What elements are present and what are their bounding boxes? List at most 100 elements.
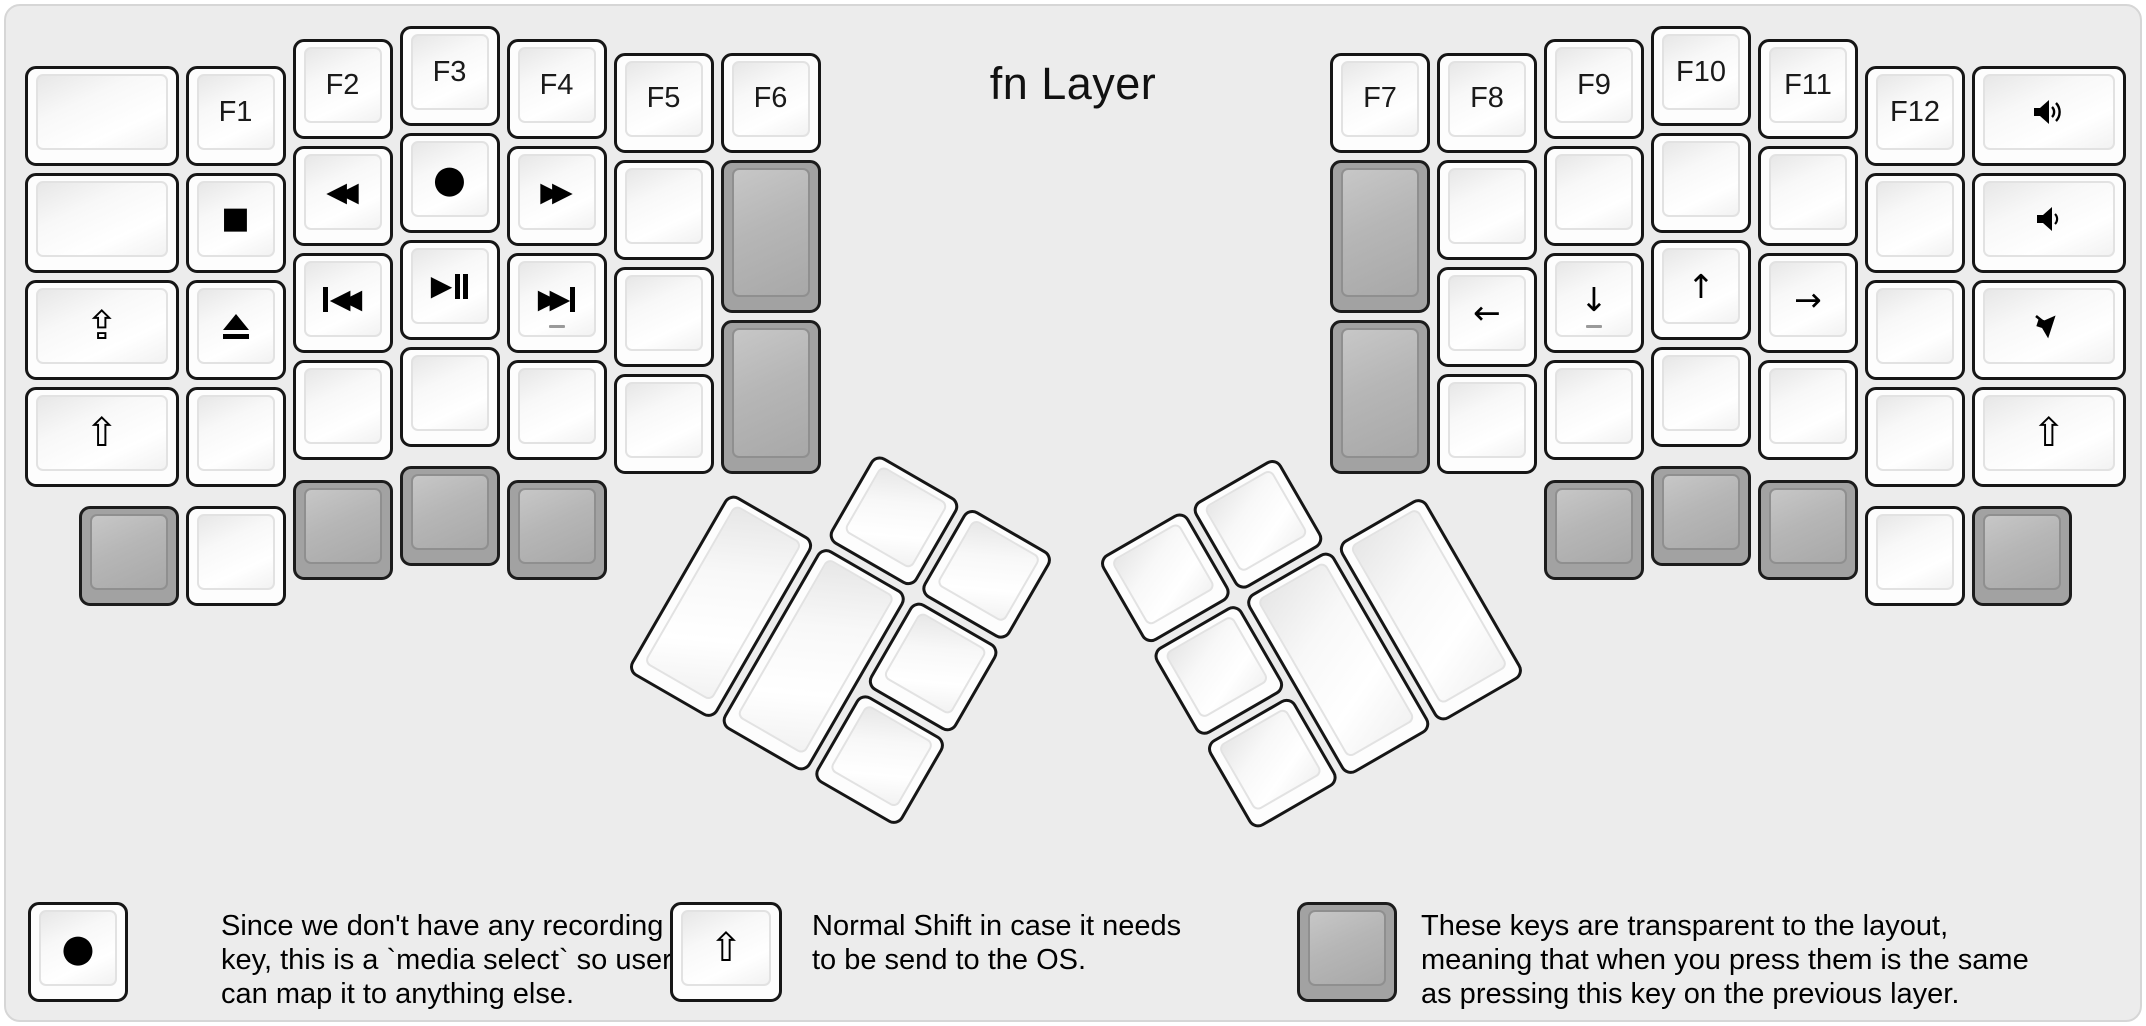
- key-prev-track[interactable]: ◀◀: [292, 253, 393, 354]
- key-face: [1662, 474, 1740, 551]
- key-f12[interactable]: F12: [1865, 66, 1965, 167]
- key-f5[interactable]: F5: [613, 52, 714, 153]
- key-f8[interactable]: F8: [1437, 52, 1537, 153]
- key-blank[interactable]: [1651, 347, 1751, 447]
- key-arrow-left[interactable]: ←: [1437, 266, 1537, 367]
- key-blank[interactable]: [399, 347, 500, 447]
- key-transparent[interactable]: [1544, 479, 1644, 580]
- key-transparent[interactable]: [1330, 159, 1430, 314]
- key-f1[interactable]: F1: [185, 66, 286, 167]
- key-f4[interactable]: F4: [506, 39, 607, 140]
- key-face: [1448, 381, 1526, 458]
- key-rewind[interactable]: ◀◀: [292, 146, 393, 247]
- key-f6[interactable]: F6: [720, 52, 821, 153]
- stop-icon: ■: [221, 201, 250, 237]
- key-face: [1876, 288, 1954, 365]
- key-face: [410, 355, 489, 431]
- key-blank[interactable]: [25, 66, 179, 167]
- key-transparent[interactable]: [1758, 479, 1858, 580]
- key-face: [1555, 154, 1633, 231]
- key-face: F7: [1341, 60, 1419, 137]
- key-blank[interactable]: [185, 387, 286, 488]
- key-volume-down[interactable]: [1972, 173, 2126, 274]
- key-transparent[interactable]: [1972, 506, 2072, 607]
- key-f2[interactable]: F2: [292, 39, 393, 140]
- key-face: ●: [39, 910, 117, 986]
- key-face: [624, 274, 703, 351]
- key-face: ⇧: [681, 910, 771, 986]
- key-blank[interactable]: [1437, 373, 1537, 474]
- key-face: [1876, 181, 1954, 258]
- key-blank[interactable]: [613, 266, 714, 367]
- legend-line: as pressing this key on the previous lay…: [1421, 978, 1960, 1010]
- key-blank[interactable]: [185, 506, 286, 607]
- key-stop[interactable]: ■: [185, 173, 286, 274]
- key-shift-left[interactable]: ⇧: [25, 387, 179, 488]
- key-arrow-down[interactable]: ↓: [1544, 253, 1644, 354]
- key-blank[interactable]: [1865, 173, 1965, 274]
- key-play-pause[interactable]: ▶: [399, 240, 500, 340]
- legend-key-record: ●: [28, 902, 128, 1002]
- key-blank[interactable]: [1544, 146, 1644, 247]
- key-blank[interactable]: [613, 159, 714, 260]
- key-f3[interactable]: F3: [399, 26, 500, 126]
- key-face: F5: [624, 60, 703, 137]
- key-mute[interactable]: [1972, 280, 2126, 381]
- key-blank[interactable]: [1437, 159, 1537, 260]
- key-face: F6: [731, 60, 810, 137]
- key-blank[interactable]: [25, 173, 179, 274]
- key-face: F9: [1555, 47, 1633, 124]
- key-blank[interactable]: [1651, 133, 1751, 233]
- shift-icon: ⇧: [709, 925, 743, 971]
- key-blank[interactable]: [1865, 280, 1965, 381]
- key-transparent[interactable]: [292, 479, 393, 580]
- key-f7[interactable]: F7: [1330, 52, 1430, 153]
- key-blank[interactable]: [506, 360, 607, 461]
- key-face: F8: [1448, 60, 1526, 137]
- key-transparent[interactable]: [1330, 320, 1430, 474]
- key-volume-up[interactable]: [1972, 66, 2126, 167]
- key-face: [1983, 74, 2115, 151]
- key-eject[interactable]: [185, 280, 286, 381]
- key-blank[interactable]: [292, 360, 393, 461]
- key-face: [1876, 395, 1954, 472]
- key-blank[interactable]: [1758, 360, 1858, 461]
- key-f9[interactable]: F9: [1544, 39, 1644, 140]
- key-blank[interactable]: [1758, 146, 1858, 247]
- legend-line: to be send to the OS.: [812, 944, 1087, 976]
- key-face: [1555, 368, 1633, 445]
- key-label: F8: [1470, 82, 1504, 115]
- key-transparent[interactable]: [720, 320, 821, 474]
- key-face: [624, 381, 703, 458]
- key-face: [36, 181, 168, 258]
- key-f10[interactable]: F10: [1651, 26, 1751, 126]
- key-face: ←: [1448, 274, 1526, 351]
- key-transparent[interactable]: [720, 159, 821, 314]
- key-transparent[interactable]: [506, 479, 607, 580]
- key-label: F10: [1676, 55, 1726, 88]
- key-face: [882, 611, 988, 716]
- key-arrow-up[interactable]: ↑: [1651, 240, 1751, 340]
- key-face: F12: [1876, 74, 1954, 151]
- key-record[interactable]: ●: [399, 133, 500, 233]
- key-transparent[interactable]: [399, 466, 500, 567]
- key-blank[interactable]: [1544, 360, 1644, 461]
- key-f11[interactable]: F11: [1758, 39, 1858, 140]
- key-face: [1308, 910, 1386, 986]
- key-shift-right[interactable]: ⇧: [1972, 387, 2126, 488]
- key-arrow-right[interactable]: →: [1758, 253, 1858, 354]
- key-blank[interactable]: [613, 373, 714, 474]
- key-next-track[interactable]: ▶▶: [506, 253, 607, 354]
- key-blank[interactable]: [1865, 387, 1965, 488]
- key-face: [1769, 487, 1847, 564]
- legend-text-transparent: These keys are transparent to the layout…: [1421, 909, 2029, 1011]
- key-transparent[interactable]: [78, 506, 179, 607]
- volume-up-icon: [2031, 97, 2067, 127]
- key-transparent[interactable]: [1651, 466, 1751, 567]
- key-blank[interactable]: [1865, 506, 1965, 607]
- key-face: [196, 395, 275, 472]
- key-fast-forward[interactable]: ▶▶: [506, 146, 607, 247]
- key-face: ↑: [1662, 248, 1740, 324]
- key-capslock[interactable]: ⇪: [25, 280, 179, 381]
